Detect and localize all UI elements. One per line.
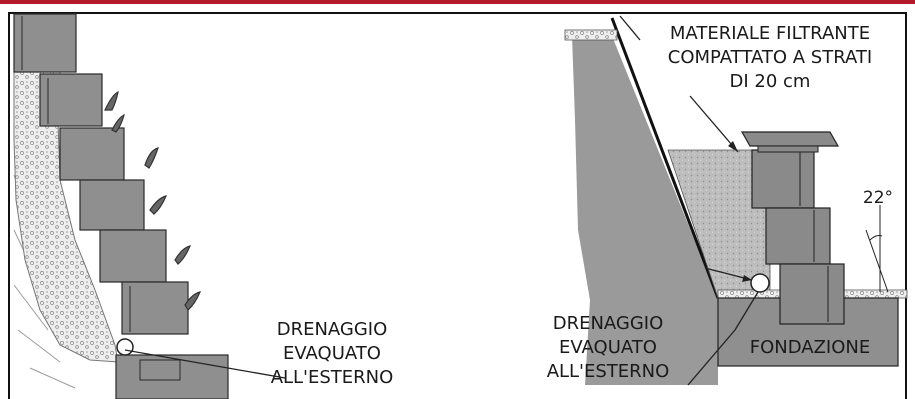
top-accent-bar — [0, 0, 915, 4]
right-drain-label-line-2: EVAQUATO — [559, 337, 657, 358]
filter-material-label: MATERIALE FILTRANTE COMPATTATO A STRATI … — [640, 22, 900, 94]
right-drain-label: DRENAGGIO EVAQUATO ALL'ESTERNO — [538, 312, 678, 384]
left-drain-label: DRENAGGIO EVAQUATO ALL'ESTERNO — [262, 318, 402, 390]
filter-material-label-line-2: COMPATTATO A STRATI — [667, 47, 873, 68]
figure-frame — [8, 12, 907, 399]
right-drain-label-line-3: ALL'ESTERNO — [546, 361, 670, 382]
drain-pipe-icon — [750, 273, 770, 293]
left-drain-label-line-3: ALL'ESTERNO — [270, 367, 394, 388]
right-drain-label-line-1: DRENAGGIO — [552, 313, 664, 334]
foundation-label: FONDAZIONE — [749, 337, 871, 358]
left-retaining-wall — [13, 13, 286, 399]
filter-material-label-line-1: MATERIALE FILTRANTE — [669, 23, 871, 44]
left-drain-label-line-2: EVAQUATO — [283, 343, 381, 364]
right-retaining-wall — [564, 15, 908, 386]
left-drain-label-line-1: DRENAGGIO — [276, 319, 388, 340]
drain-pipe-icon — [116, 338, 134, 356]
angle-label: 22° — [862, 188, 894, 208]
drain-leader-line — [124, 349, 286, 379]
filter-material-label-line-3: DI 20 cm — [729, 71, 811, 92]
